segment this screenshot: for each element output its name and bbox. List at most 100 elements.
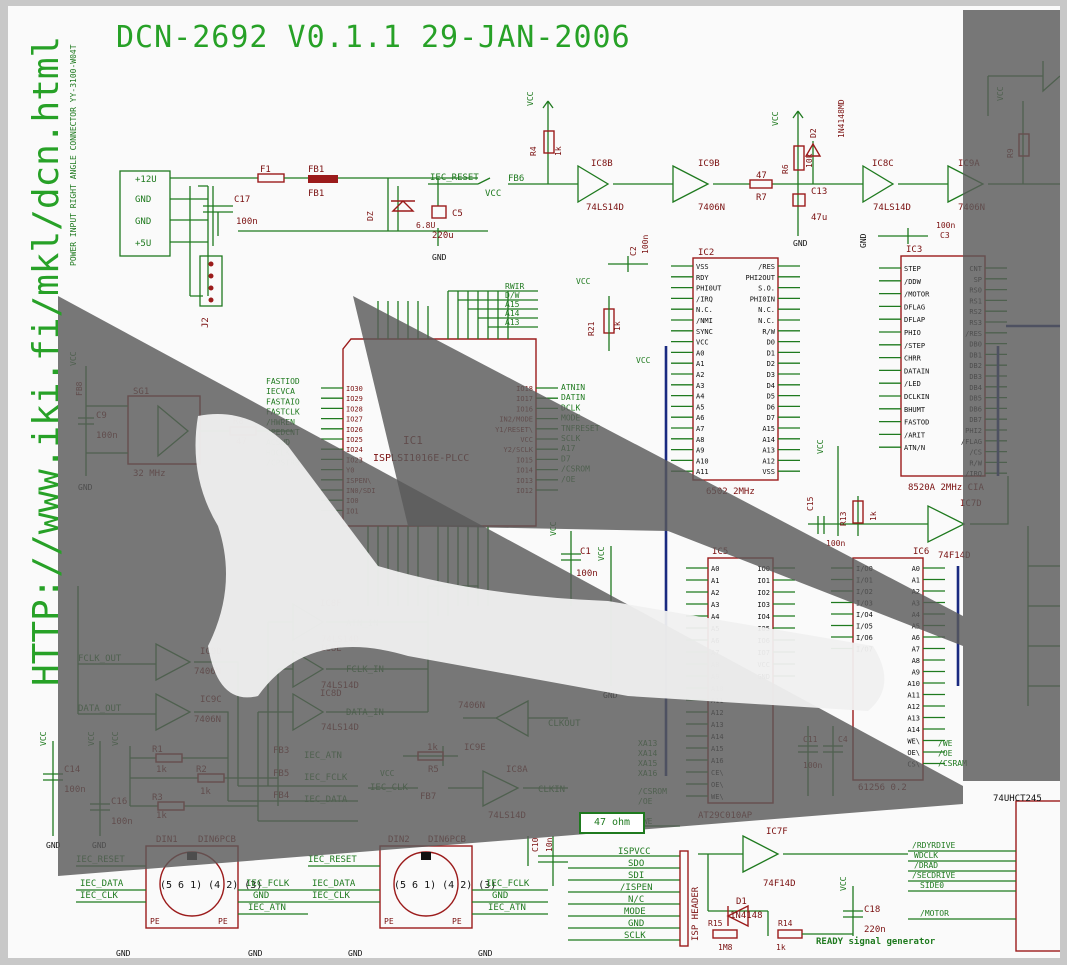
ic1-top-net: A15 xyxy=(505,300,520,309)
pin-label: A12 xyxy=(711,709,724,717)
pin-label: IO0 xyxy=(757,565,770,573)
pin-label: I/O4 xyxy=(856,611,873,619)
din2-pe: PE xyxy=(384,917,394,926)
fb8-label: FB8 xyxy=(75,381,84,396)
pin-label: IO28 xyxy=(346,405,363,413)
pin-label: D0 xyxy=(767,339,775,347)
ic5-net: XA14 xyxy=(638,749,657,758)
ic1-top-net: RWIR xyxy=(505,282,524,291)
pin-label: Y2/SCLK xyxy=(503,446,533,454)
data-out-net: DATA_OUT xyxy=(78,704,122,714)
r4-label: R4 xyxy=(529,146,538,156)
pin-label: A7 xyxy=(696,425,704,433)
r9-label: R9 xyxy=(1006,148,1015,158)
pin-label: IO14 xyxy=(516,467,533,475)
schematic-url[interactable]: HTTP://www.iki.fi/mkl/dcn.html xyxy=(26,35,67,686)
pin-label: VSS xyxy=(696,263,709,271)
pin-label: /CS xyxy=(969,449,982,457)
right-buffer-part: 74UHCT245 xyxy=(993,794,1042,804)
sg1-freq: 32 MHz xyxy=(133,469,166,479)
pin-label: A13 xyxy=(711,721,724,729)
c10-value: 10n xyxy=(545,837,554,852)
vcc-label: VCC xyxy=(69,351,78,366)
net-label: /OE xyxy=(561,475,576,484)
pin-label: /IRQ xyxy=(696,295,713,303)
pin-label: SYNC xyxy=(696,328,713,336)
net-label: FASTIOD xyxy=(266,377,300,386)
pin-label: A5 xyxy=(711,625,719,633)
pin-label: A2 xyxy=(696,371,704,379)
ic9b-label: IC9B xyxy=(698,159,720,169)
net-label: D7 xyxy=(561,454,571,463)
pin-label: IO1 xyxy=(757,577,770,585)
pin-label: A14 xyxy=(907,726,920,734)
pin-label: I/O3 xyxy=(856,600,873,608)
fclk-in-net: FCLK_IN xyxy=(346,665,384,675)
net-label: DATIN xyxy=(561,393,585,402)
dz-label: DZ xyxy=(366,211,375,221)
right-net: /DRAD xyxy=(914,861,938,870)
ic6-part: 61256 0.2 xyxy=(858,783,907,793)
pin-label: PHI0UT xyxy=(696,285,722,293)
din1-label: DIN1 xyxy=(156,835,178,845)
pin-label: RS0 xyxy=(969,287,982,295)
gnd-label: GND xyxy=(432,253,447,262)
din1-net: GND xyxy=(253,891,269,901)
din1-net: IEC_ATN xyxy=(248,903,286,913)
iec-fclk-net: IEC_FCLK xyxy=(304,773,348,783)
c18-value: 220n xyxy=(864,925,886,935)
pin-label: CE\ xyxy=(711,769,724,777)
pin-label: N.C. xyxy=(758,317,775,325)
d1-label: D1 xyxy=(736,897,747,907)
pin-label: I/O0 xyxy=(856,565,873,573)
pin-label: IO3 xyxy=(757,601,770,609)
c9-label: C9 xyxy=(96,411,107,421)
din1-connector: DIN1 DIN6PCB (5 6 1) (4 2) (3) PE PE IEC… xyxy=(76,835,308,958)
isp-net: N/C xyxy=(628,895,644,905)
ic6-net: /OE xyxy=(938,749,953,758)
pin-label: A9 xyxy=(696,447,704,455)
pin-label: A4 xyxy=(912,611,920,619)
gnd-label: GND xyxy=(78,483,93,492)
pin-label: A2 xyxy=(912,588,920,596)
r13-label: R13 xyxy=(839,511,848,526)
ic6-right-pins: A0A1A2A3A4A5A6A7A8A9A10A11A12A13A14WE\OE… xyxy=(907,565,945,769)
ic8e-label: IC8E xyxy=(320,644,342,654)
c4-label: C4 xyxy=(838,735,848,744)
c10-label: C10 xyxy=(531,837,540,852)
fb6-label: FB6 xyxy=(508,174,524,184)
r2-value: 1k xyxy=(200,787,211,797)
sg1-label: SG1 xyxy=(133,387,149,397)
pin-label: GND xyxy=(757,673,770,681)
pin-label: N.C. xyxy=(758,306,775,314)
net-label: /CPSTRB xyxy=(266,459,300,468)
din1-net: IEC_CLK xyxy=(80,891,119,901)
net-label: /CSROM xyxy=(561,465,590,474)
ready-generator: IC7F 74F14D D1 1N4148 R15 1M8 R14 1k C18… xyxy=(698,827,936,952)
schematic-drawing: POWER INPUT RIGHT ANGLE CONNECTOR YY-310… xyxy=(39,44,1060,958)
ic8f-label: IC8F xyxy=(320,599,342,609)
pin-label: /ARIT xyxy=(904,431,926,439)
pin-label: IO5 xyxy=(757,625,770,633)
r1-value: 1k xyxy=(156,765,167,775)
pin-label: /DDW xyxy=(904,278,922,286)
r3-label: R3 xyxy=(152,793,163,803)
c5-value: 220u xyxy=(432,231,454,241)
vcc-label: VCC xyxy=(380,769,395,778)
net-label: ATNIN xyxy=(561,383,585,392)
pin-label: WE\ xyxy=(907,738,920,746)
pin-label: VCC xyxy=(757,661,770,669)
pin-label: A11 xyxy=(711,697,724,705)
pin-label: I/O6 xyxy=(856,634,873,642)
ic7f-part: 74F14D xyxy=(763,879,796,889)
j2-label: J2 xyxy=(201,317,211,328)
pin-label: OE\ xyxy=(711,781,724,789)
clkin-net: CLKIN xyxy=(538,785,565,795)
pin-label: WE\ xyxy=(711,793,724,801)
c5-label: C5 xyxy=(452,209,463,219)
r14-label: R14 xyxy=(778,919,793,928)
pin-label: IO27 xyxy=(346,416,363,424)
pin-label: A12 xyxy=(762,457,775,465)
pin-label: R/W xyxy=(969,459,982,467)
pin-label: IN0/SDI xyxy=(346,487,376,495)
